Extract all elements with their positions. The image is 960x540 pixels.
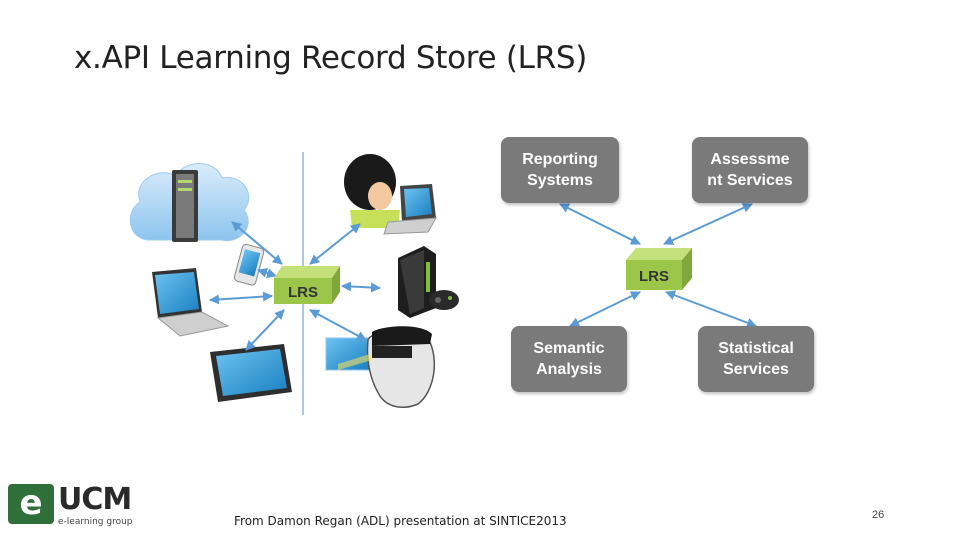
- arrow-laptop-to-lrs: [209, 291, 273, 305]
- arrow-lrs-to-reporting: [559, 203, 641, 245]
- game-console-icon: [398, 246, 459, 318]
- page-number: 26: [872, 509, 885, 521]
- arrow-lrs-to-assessment: [663, 203, 753, 245]
- eucm-logo: e UCM e-learning group: [8, 482, 148, 532]
- lrs-cube-left: LRS: [274, 266, 340, 304]
- arrow-lrs-to-statistical: [665, 290, 757, 328]
- statistical-services-label: Statistical Services: [718, 340, 794, 378]
- statistical-services-box: Statistical Services: [698, 326, 814, 392]
- lrs-cube-right: LRS: [626, 248, 692, 290]
- arrow-person-to-lrs: [309, 223, 361, 265]
- cloud-server-icon: [129, 163, 250, 242]
- logo-name: UCM: [58, 482, 132, 517]
- arrow-vr-to-lrs: [309, 309, 367, 341]
- lrs-hub-label-left: LRS: [288, 284, 318, 301]
- semantic-analysis-box: Semantic Analysis: [511, 326, 627, 392]
- assessment-services-label-line2: nt Services: [707, 172, 793, 189]
- laptop-icon: [152, 268, 230, 337]
- logo-subtitle: e-learning group: [58, 517, 133, 527]
- reporting-systems-label: Reporting Systems: [522, 151, 598, 189]
- smartphone-icon: [233, 243, 265, 286]
- source-caption: From Damon Regan (ADL) presentation at S…: [234, 514, 567, 528]
- arrow-tablet-to-lrs: [245, 309, 285, 351]
- arrow-phone-to-lrs: [257, 268, 277, 278]
- lrs-hub-label-right: LRS: [639, 268, 669, 285]
- logo-mark: e: [8, 484, 54, 524]
- semantic-analysis-label: Semantic Analysis: [533, 340, 605, 378]
- tablet-icon: [210, 344, 292, 402]
- assessment-services-label-line1: Assessme: [710, 151, 790, 168]
- assessment-services-box: Assessme nt Services: [692, 137, 808, 203]
- slide-title: x.API Learning Record Store (LRS): [74, 40, 588, 76]
- arrow-cloud-to-lrs: [231, 221, 283, 265]
- reporting-systems-box: Reporting Systems: [501, 137, 619, 203]
- person-with-laptop-icon: [344, 154, 437, 235]
- arrow-lrs-to-semantic: [569, 291, 641, 327]
- vr-headset-user-icon: [325, 326, 436, 409]
- arrow-console-to-lrs: [341, 281, 381, 293]
